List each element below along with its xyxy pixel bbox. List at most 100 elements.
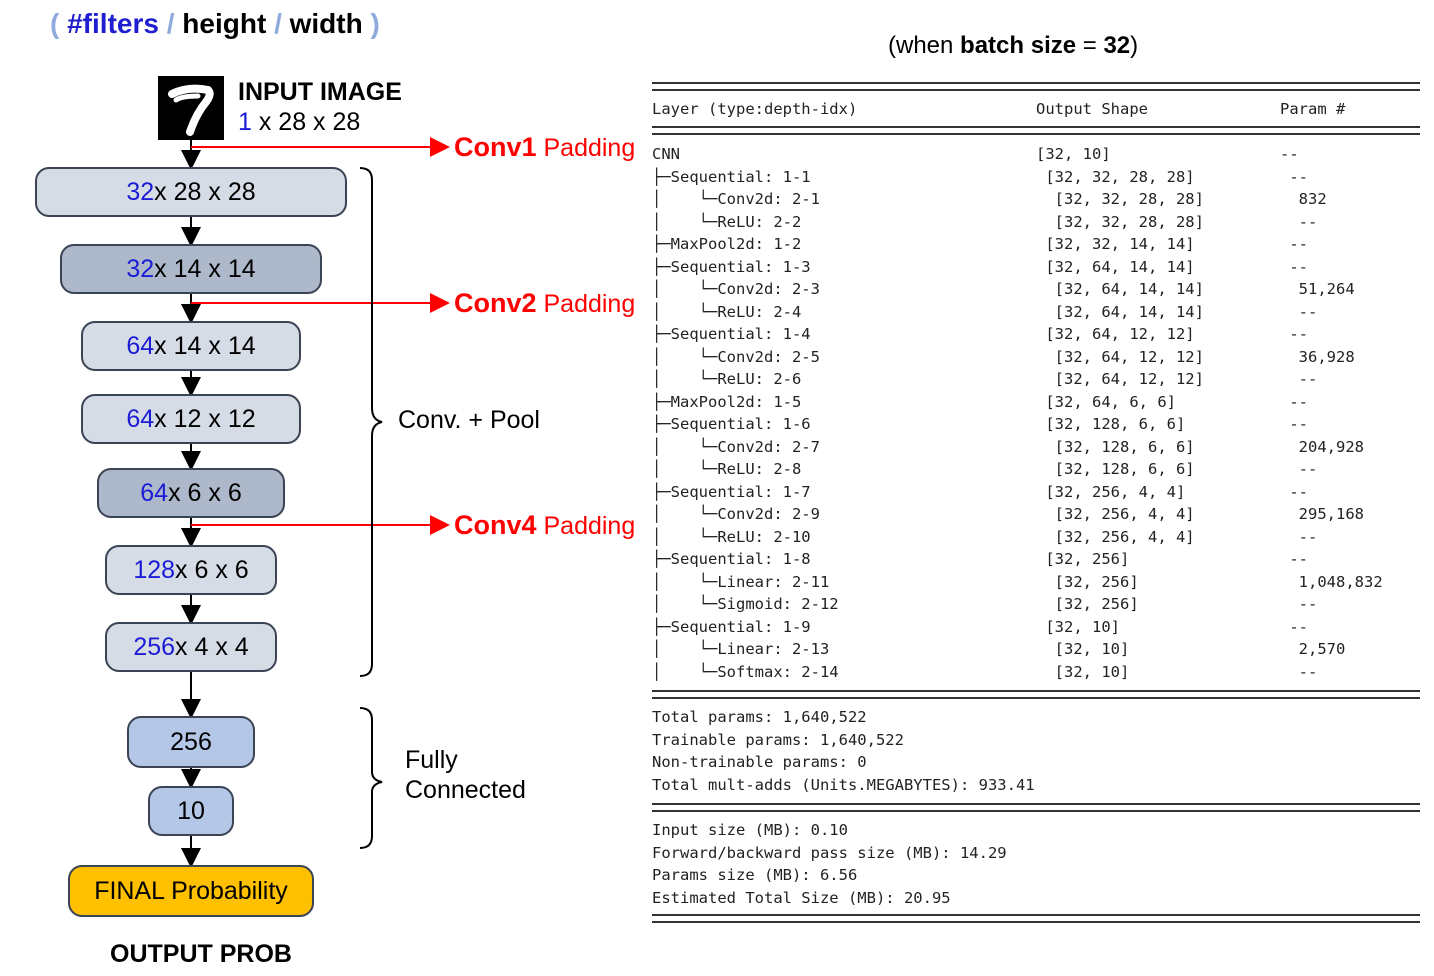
- summary-cell-layer: ├─Sequential: 1-9: [652, 617, 811, 636]
- feature-map-box: 128 x 6 x 6: [105, 545, 277, 595]
- input-dims-rest: x 28 x 28: [251, 108, 361, 136]
- box-filters: 128: [133, 555, 176, 584]
- summary-cell-param: --: [1280, 212, 1318, 231]
- summary-cell-param: --: [1280, 550, 1308, 568]
- summary-cell-shape: [32, 64, 14, 14]: [1036, 280, 1204, 298]
- summary-cell-param: 36,928: [1280, 347, 1355, 366]
- summary-cell-layer: CNN: [652, 145, 680, 163]
- summary-cell-layer: │ └─ReLU: 2-2: [652, 212, 802, 231]
- legend-slash: /: [166, 8, 175, 39]
- summary-cell-param: 295,168: [1280, 505, 1364, 523]
- summary-cell-param: --: [1280, 595, 1318, 613]
- summary-cell-param: --: [1280, 325, 1308, 343]
- header-shape: Output Shape: [1036, 100, 1148, 118]
- summary-cell-param: --: [1280, 527, 1318, 546]
- conv-pool-group-label: Conv. + Pool: [398, 406, 540, 434]
- legend-open-paren: (: [50, 8, 60, 39]
- box-dims: x 28 x 28: [154, 177, 256, 206]
- summary-size-line: Params size (MB): 6.56: [652, 866, 858, 884]
- summary-cell-param: --: [1280, 302, 1318, 321]
- feature-map-box: 64 x 14 x 14: [81, 321, 301, 371]
- box-filters: 64: [126, 404, 155, 433]
- box-filters: 64: [140, 478, 169, 507]
- summary-cell-param: --: [1280, 257, 1308, 276]
- box-dims: x 14 x 14: [154, 254, 256, 283]
- summary-cell-param: 51,264: [1280, 280, 1355, 298]
- summary-cell-shape: [32, 32, 28, 28]: [1036, 167, 1195, 186]
- summary-cell-layer: │ └─Linear: 2-13: [652, 640, 830, 658]
- summary-cell-shape: [32, 256]: [1036, 572, 1139, 591]
- summary-cell-shape: [32, 64, 12, 12]: [1036, 347, 1204, 366]
- batch-note-eq: =: [1076, 32, 1104, 59]
- legend-slash: /: [274, 8, 282, 39]
- summary-cell-shape: [32, 64, 12, 12]: [1036, 325, 1195, 343]
- summary-rule: [652, 803, 1420, 812]
- conv-name: Conv4: [454, 510, 537, 540]
- summary-size-line: Input size (MB): 0.10: [652, 821, 848, 839]
- box-filters: 32: [126, 254, 155, 283]
- header-layer: Layer (type:depth-idx): [652, 100, 858, 118]
- fc-box: 10: [148, 786, 234, 836]
- summary-cell-param: --: [1280, 392, 1308, 411]
- summary-rule: [652, 126, 1420, 135]
- input-dims: 1 x 28 x 28: [238, 108, 360, 137]
- summary-cell-shape: [32, 32, 14, 14]: [1036, 235, 1195, 253]
- summary-cell-layer: ├─Sequential: 1-4: [652, 325, 811, 343]
- summary-size-line: Forward/backward pass size (MB): 14.29: [652, 843, 1007, 862]
- summary-cell-layer: │ └─Conv2d: 2-3: [652, 280, 820, 298]
- summary-cell-shape: [32, 128, 6, 6]: [1036, 437, 1195, 456]
- summary-cell-shape: [32, 10]: [1036, 145, 1111, 163]
- summary-cell-param: --: [1280, 167, 1308, 186]
- conv4-padding-label: Conv4 Padding: [454, 510, 635, 541]
- fc-group-label-line1: Fully: [405, 746, 458, 774]
- conv1-padding-label: Conv1 Padding: [454, 132, 635, 163]
- summary-cell-shape: [32, 64, 12, 12]: [1036, 370, 1204, 388]
- padding-word: Padding: [543, 290, 636, 318]
- box-filters: 64: [126, 331, 155, 360]
- box-dims: x 14 x 14: [154, 331, 256, 360]
- summary-cell-layer: ├─Sequential: 1-3: [652, 257, 811, 276]
- feature-map-box: 256 x 4 x 4: [105, 622, 277, 672]
- box-filters: 32: [126, 177, 155, 206]
- summary-total-line: Total params: 1,640,522: [652, 708, 867, 726]
- summary-cell-layer: │ └─Sigmoid: 2-12: [652, 595, 839, 613]
- digit-seven-icon: [168, 84, 214, 136]
- input-filters: 1: [238, 108, 252, 136]
- fc-box: 256: [127, 716, 255, 768]
- batch-note-suffix: ): [1130, 32, 1139, 59]
- summary-cell-shape: [32, 256, 4, 4]: [1036, 482, 1186, 501]
- legend-width: width: [289, 8, 363, 39]
- summary-rule: [652, 82, 1420, 91]
- summary-total-line: Trainable params: 1,640,522: [652, 730, 904, 749]
- summary-rule: [652, 690, 1420, 699]
- final-probability-box: FINAL Probability: [68, 865, 314, 917]
- feature-map-box: 32 x 14 x 14: [60, 244, 322, 294]
- summary-cell-layer: │ └─Conv2d: 2-1: [652, 190, 820, 208]
- summary-cell-param: 2,570: [1280, 640, 1346, 658]
- summary-cell-param: 832: [1280, 190, 1327, 208]
- output-prob-label: OUTPUT PROB: [110, 940, 292, 968]
- summary-cell-layer: │ └─ReLU: 2-6: [652, 370, 802, 388]
- legend: ( #filters / height / width ): [50, 8, 380, 40]
- summary-cell-layer: ├─Sequential: 1-7: [652, 482, 811, 501]
- summary-cell-layer: ├─MaxPool2d: 1-2: [652, 235, 802, 253]
- summary-cell-param: --: [1280, 482, 1308, 501]
- summary-cell-layer: ├─Sequential: 1-8: [652, 550, 811, 568]
- legend-height: height: [182, 8, 267, 39]
- summary-rule: [652, 914, 1420, 923]
- summary-total-line: Total mult-adds (Units.MEGABYTES): 933.4…: [652, 775, 1035, 794]
- summary-cell-layer: │ └─Conv2d: 2-5: [652, 347, 820, 366]
- summary-total-line: Non-trainable params: 0: [652, 753, 867, 771]
- summary-cell-param: --: [1280, 370, 1318, 388]
- summary-cell-param: --: [1280, 617, 1308, 636]
- summary-cell-shape: [32, 256, 4, 4]: [1036, 527, 1195, 546]
- summary-cell-param: 204,928: [1280, 437, 1364, 456]
- summary-cell-layer: │ └─ReLU: 2-10: [652, 527, 811, 546]
- summary-cell-layer: ├─Sequential: 1-6: [652, 415, 811, 433]
- conv-name: Conv2: [454, 288, 537, 318]
- summary-cell-param: 1,048,832: [1280, 572, 1383, 591]
- summary-cell-layer: │ └─ReLU: 2-8: [652, 460, 802, 478]
- summary-cell-layer: ├─MaxPool2d: 1-5: [652, 392, 802, 411]
- batch-size-note: (when batch size = 32): [888, 32, 1138, 60]
